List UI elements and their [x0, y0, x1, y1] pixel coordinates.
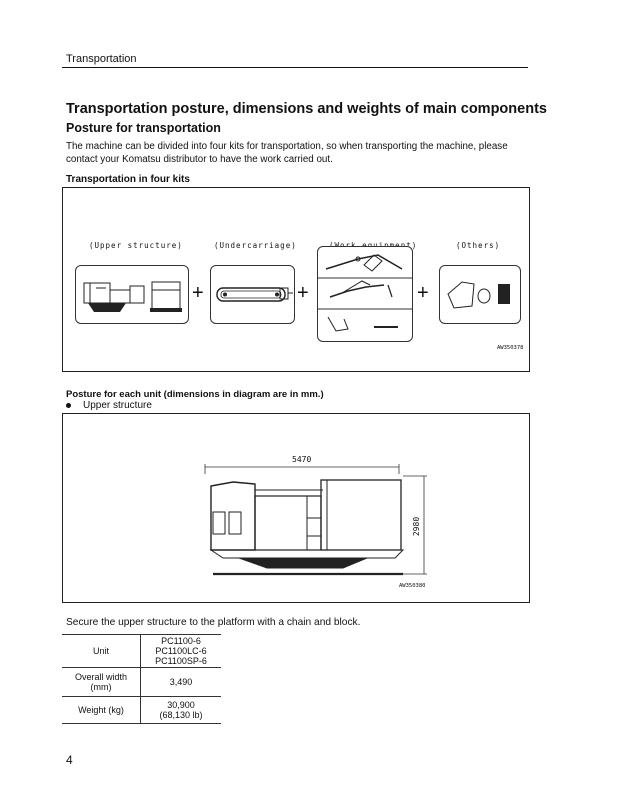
section-header: Transportation [66, 53, 137, 65]
spec-table: Unit PC1100-6 PC1100LC-6 PC1100SP-6 Over… [62, 634, 221, 724]
others-kit [439, 265, 521, 324]
page-number: 4 [66, 753, 73, 767]
posture-heading: Posture for each unit (dimensions in dia… [66, 389, 324, 400]
model-3: PC1100SP-6 [155, 656, 207, 666]
kit-label-undercarriage: (Undercarriage) [214, 241, 297, 250]
row-label-unit: Unit [62, 634, 141, 668]
weight-lb: (68,130 lb) [159, 710, 203, 720]
work-equipment-kit [317, 246, 413, 342]
table-row: Overall width (mm) 3,490 [62, 667, 221, 697]
row-label-overall-width: Overall width (mm) [62, 667, 141, 697]
header-rule [62, 67, 528, 68]
undercarriage-kit [210, 265, 295, 324]
weight-values: 30,900 (68,130 lb) [140, 696, 221, 724]
kits-figure: (Upper structure) (Undercarriage) (Work … [62, 187, 530, 372]
page-title: Transportation posture, dimensions and w… [66, 101, 547, 117]
overall-width-value: 3,490 [140, 667, 221, 697]
weight-kg: 30,900 [167, 700, 195, 710]
upper-structure-side-view [204, 464, 427, 576]
section-subtitle: Posture for transportation [66, 121, 221, 135]
kit-label-work-equipment: (Work equipment) [329, 241, 417, 250]
height-dimension: 2980 [412, 516, 422, 537]
plus-sign-2: + [297, 282, 309, 304]
upper-structure-figure: 5470 2980 AW350380 [62, 413, 530, 603]
upper-structure-drawing [83, 281, 182, 312]
unit-values: PC1100-6 PC1100LC-6 PC1100SP-6 [140, 634, 221, 668]
intro-paragraph: The machine can be divided into four kit… [66, 141, 508, 165]
table-row: Weight (kg) 30,900 (68,130 lb) [62, 696, 221, 724]
plus-sign-1: + [192, 282, 204, 304]
table-row: Unit PC1100-6 PC1100LC-6 PC1100SP-6 [62, 634, 221, 668]
overall-width-unit: (mm) [90, 682, 112, 692]
undercarriage-drawing [216, 287, 286, 302]
bullet-item: Upper structure [66, 400, 152, 411]
model-1: PC1100-6 [161, 636, 201, 646]
upper-structure-figure-code: AW350380 [399, 583, 426, 589]
bullet-dot-icon [66, 402, 71, 408]
kits-figure-code: AW350378 [497, 345, 524, 351]
row-label-weight: Weight (kg) [62, 696, 141, 724]
plus-sign-3: + [417, 282, 429, 304]
length-dimension: 5470 [292, 455, 312, 464]
upper-structure-kit [75, 265, 189, 324]
securing-note: Secure the upper structure to the platfo… [66, 617, 361, 628]
kit-label-upper-structure: (Upper structure) [89, 241, 183, 250]
bullet-text: Upper structure [83, 400, 152, 411]
model-2: PC1100LC-6 [155, 646, 207, 656]
work-equipment-drawing [318, 254, 412, 332]
overall-width-label: Overall width [74, 672, 128, 682]
counterweight-block-icon [279, 287, 293, 300]
others-drawing [447, 281, 510, 309]
kit-label-others: (Others) [456, 241, 501, 250]
kits-heading: Transportation in four kits [66, 174, 190, 185]
